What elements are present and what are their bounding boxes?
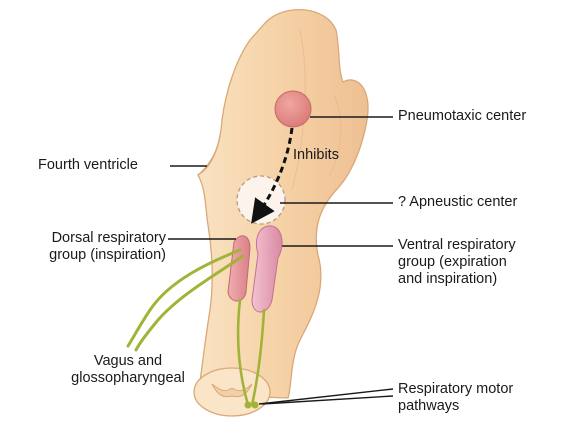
label-vagus-glossopharyngeal: Vagus and glossopharyngeal (58, 353, 198, 387)
label-inhibits: Inhibits (293, 147, 339, 164)
pneumotaxic-center (275, 91, 311, 127)
label-ventral-respiratory-group: Ventral respiratory group (expiration an… (398, 237, 516, 288)
motor-pathway-dot (245, 402, 252, 409)
label-motor-line: Respiratory motor (398, 381, 513, 398)
label-vagus-line: Vagus and (58, 353, 198, 370)
label-pneumotaxic-center: Pneumotaxic center (398, 108, 526, 125)
label-ventral-line: and inspiration) (398, 271, 516, 288)
label-apneustic-center: ? Apneustic center (398, 194, 517, 211)
label-respiratory-motor-pathways: Respiratory motor pathways (398, 381, 513, 415)
label-motor-line: pathways (398, 398, 513, 415)
label-dorsal-respiratory-group: Dorsal respiratory group (inspiration) (18, 230, 166, 264)
label-ventral-line: group (expiration (398, 254, 516, 271)
label-vagus-line: glossopharyngeal (58, 370, 198, 387)
apneustic-center (237, 176, 285, 224)
motor-pathway-dot (252, 402, 259, 409)
label-fourth-ventricle: Fourth ventricle (38, 157, 138, 174)
label-ventral-line: Ventral respiratory (398, 237, 516, 254)
label-dorsal-line: Dorsal respiratory (18, 230, 166, 247)
label-dorsal-line: group (inspiration) (18, 247, 166, 264)
